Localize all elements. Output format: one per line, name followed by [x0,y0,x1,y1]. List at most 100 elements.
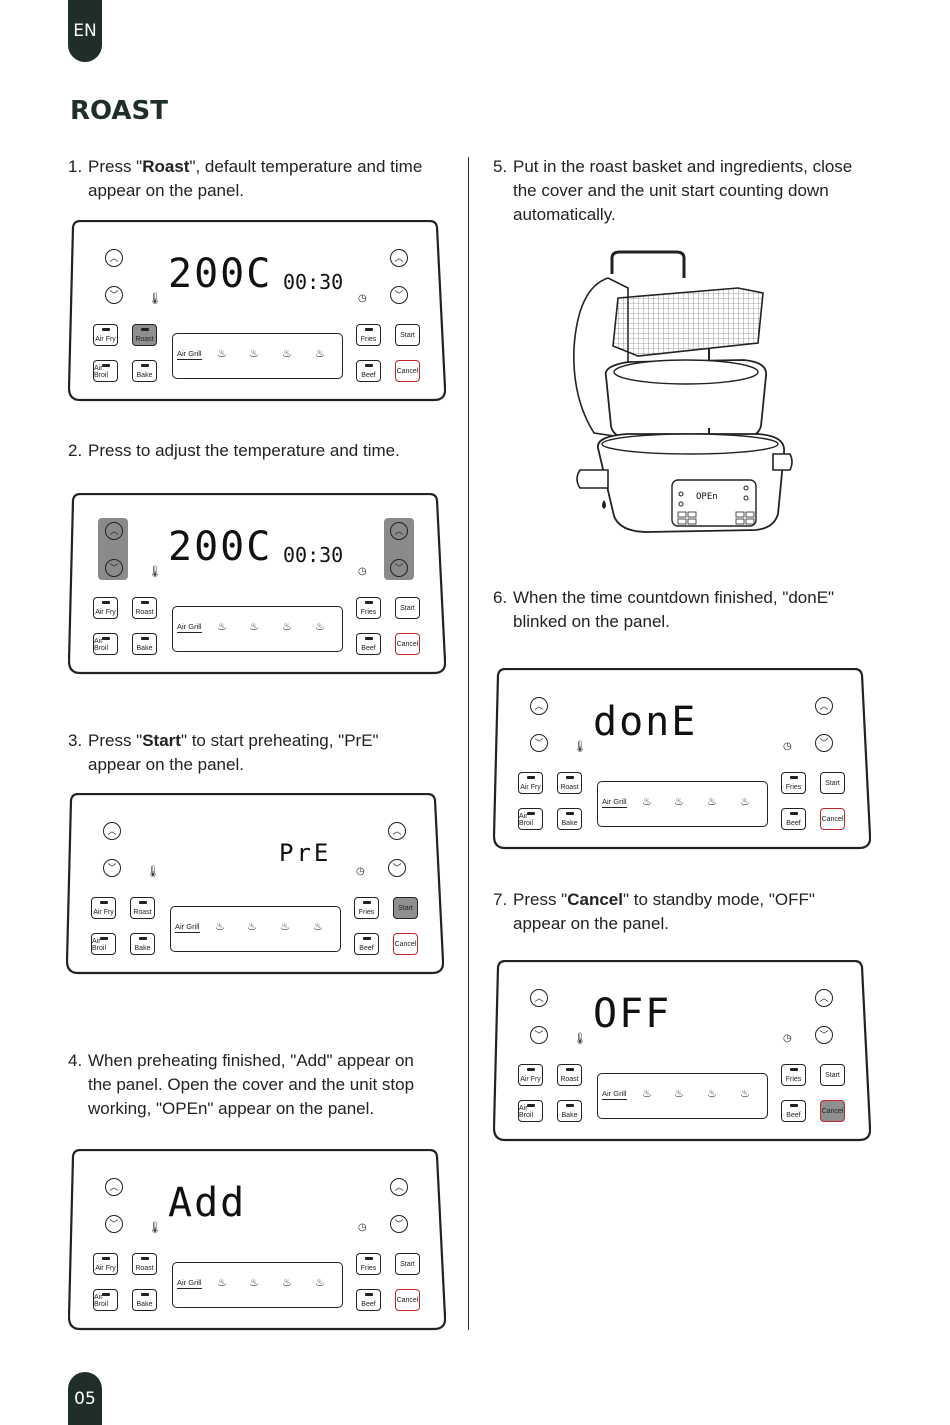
flame-icon[interactable]: ♨ [642,796,652,808]
time-up-button[interactable]: ︿ [390,249,408,267]
beef-button[interactable]: Beef [354,933,379,955]
air-fry-button[interactable]: Air Fry [518,772,543,794]
beef-button[interactable]: Beef [781,808,806,830]
flame-icon[interactable]: ♨ [707,1088,717,1100]
flame-icon[interactable]: ♨ [282,1277,292,1289]
flame-icon[interactable]: ♨ [642,1088,652,1100]
time-down-button[interactable]: ﹀ [390,1215,408,1233]
flame-icon[interactable]: ♨ [249,348,259,360]
cancel-button[interactable]: Cancel [820,808,845,830]
time-down-button[interactable]: ﹀ [390,559,408,577]
time-up-button[interactable]: ︿ [390,1178,408,1196]
air-fry-button[interactable]: Air Fry [93,1253,118,1275]
start-button[interactable]: Start [393,897,418,919]
roast-button[interactable]: Roast [132,324,157,346]
beef-button[interactable]: Beef [781,1100,806,1122]
flame-icon[interactable]: ♨ [217,348,227,360]
temp-down-button[interactable]: ﹀ [530,1026,548,1044]
start-button[interactable]: Start [820,772,845,794]
start-button[interactable]: Start [395,1253,420,1275]
time-down-button[interactable]: ﹀ [815,1026,833,1044]
start-button[interactable]: Start [820,1064,845,1086]
bake-button[interactable]: Bake [557,808,582,830]
roast-button[interactable]: Roast [132,597,157,619]
temp-down-button[interactable]: ﹀ [105,1215,123,1233]
flame-icon[interactable]: ♨ [674,1088,684,1100]
cancel-button[interactable]: Cancel [395,360,420,382]
flame-icon[interactable]: ♨ [315,348,325,360]
bake-button[interactable]: Bake [132,360,157,382]
flame-icon[interactable]: ♨ [674,796,684,808]
flame-icon[interactable]: ♨ [315,621,325,633]
flame-icon[interactable]: ♨ [249,1277,259,1289]
roast-button[interactable]: Roast [557,1064,582,1086]
temp-down-button[interactable]: ﹀ [105,286,123,304]
temp-down-button[interactable]: ﹀ [530,734,548,752]
beef-button[interactable]: Beef [356,1289,381,1311]
air-broil-button[interactable]: Air Broil [93,633,118,655]
time-up-button[interactable]: ︿ [815,697,833,715]
cancel-button[interactable]: Cancel [395,633,420,655]
fries-button[interactable]: Fries [356,597,381,619]
flame-icon[interactable]: ♨ [313,921,323,933]
time-up-button[interactable]: ︿ [388,822,406,840]
temp-up-button[interactable]: ︿ [105,522,123,540]
bake-button[interactable]: Bake [130,933,155,955]
temp-down-button[interactable]: ﹀ [105,559,123,577]
flame-icon[interactable]: ♨ [280,921,290,933]
start-button[interactable]: Start [395,324,420,346]
flame-icon[interactable]: ♨ [315,1277,325,1289]
temp-up-button[interactable]: ︿ [105,1178,123,1196]
temp-up-button[interactable]: ︿ [105,249,123,267]
roast-button[interactable]: Roast [557,772,582,794]
temp-up-button[interactable]: ︿ [530,697,548,715]
air-fry-button[interactable]: Air Fry [93,324,118,346]
flame-icon[interactable]: ♨ [247,921,257,933]
fries-button[interactable]: Fries [781,1064,806,1086]
flame-icon[interactable]: ♨ [217,621,227,633]
air-fry-button[interactable]: Air Fry [93,597,118,619]
cancel-button[interactable]: Cancel [393,933,418,955]
fries-button[interactable]: Fries [781,772,806,794]
bake-button[interactable]: Bake [132,1289,157,1311]
air-grill-selector[interactable]: Air Grill ♨ ♨ ♨ ♨ [597,781,768,827]
air-broil-button[interactable]: Air Broil [518,808,543,830]
air-broil-button[interactable]: Air Broil [91,933,116,955]
time-down-button[interactable]: ﹀ [390,286,408,304]
time-up-button[interactable]: ︿ [815,989,833,1007]
beef-button[interactable]: Beef [356,360,381,382]
flame-icon[interactable]: ♨ [740,1088,750,1100]
temp-up-button[interactable]: ︿ [530,989,548,1007]
air-grill-selector[interactable]: Air Grill ♨ ♨ ♨ ♨ [172,333,343,379]
time-up-button[interactable]: ︿ [390,522,408,540]
cancel-button[interactable]: Cancel [820,1100,845,1122]
start-button[interactable]: Start [395,597,420,619]
air-broil-button[interactable]: Air Broil [93,1289,118,1311]
fries-button[interactable]: Fries [356,324,381,346]
flame-icon[interactable]: ♨ [217,1277,227,1289]
air-fry-button[interactable]: Air Fry [518,1064,543,1086]
air-grill-selector[interactable]: Air Grill ♨ ♨ ♨ ♨ [597,1073,768,1119]
roast-button[interactable]: Roast [132,1253,157,1275]
air-fry-button[interactable]: Air Fry [91,897,116,919]
flame-icon[interactable]: ♨ [282,348,292,360]
flame-icon[interactable]: ♨ [249,621,259,633]
air-broil-button[interactable]: Air Broil [518,1100,543,1122]
roast-button[interactable]: Roast [130,897,155,919]
fries-button[interactable]: Fries [354,897,379,919]
flame-icon[interactable]: ♨ [215,921,225,933]
air-grill-selector[interactable]: Air Grill ♨ ♨ ♨ ♨ [170,906,341,952]
time-down-button[interactable]: ﹀ [815,734,833,752]
beef-button[interactable]: Beef [356,633,381,655]
air-broil-button[interactable]: Air Broil [93,360,118,382]
flame-icon[interactable]: ♨ [707,796,717,808]
fries-button[interactable]: Fries [356,1253,381,1275]
temp-up-button[interactable]: ︿ [103,822,121,840]
flame-icon[interactable]: ♨ [282,621,292,633]
bake-button[interactable]: Bake [557,1100,582,1122]
air-grill-selector[interactable]: Air Grill ♨ ♨ ♨ ♨ [172,606,343,652]
air-grill-selector[interactable]: Air Grill ♨ ♨ ♨ ♨ [172,1262,343,1308]
cancel-button[interactable]: Cancel [395,1289,420,1311]
time-down-button[interactable]: ﹀ [388,859,406,877]
flame-icon[interactable]: ♨ [740,796,750,808]
